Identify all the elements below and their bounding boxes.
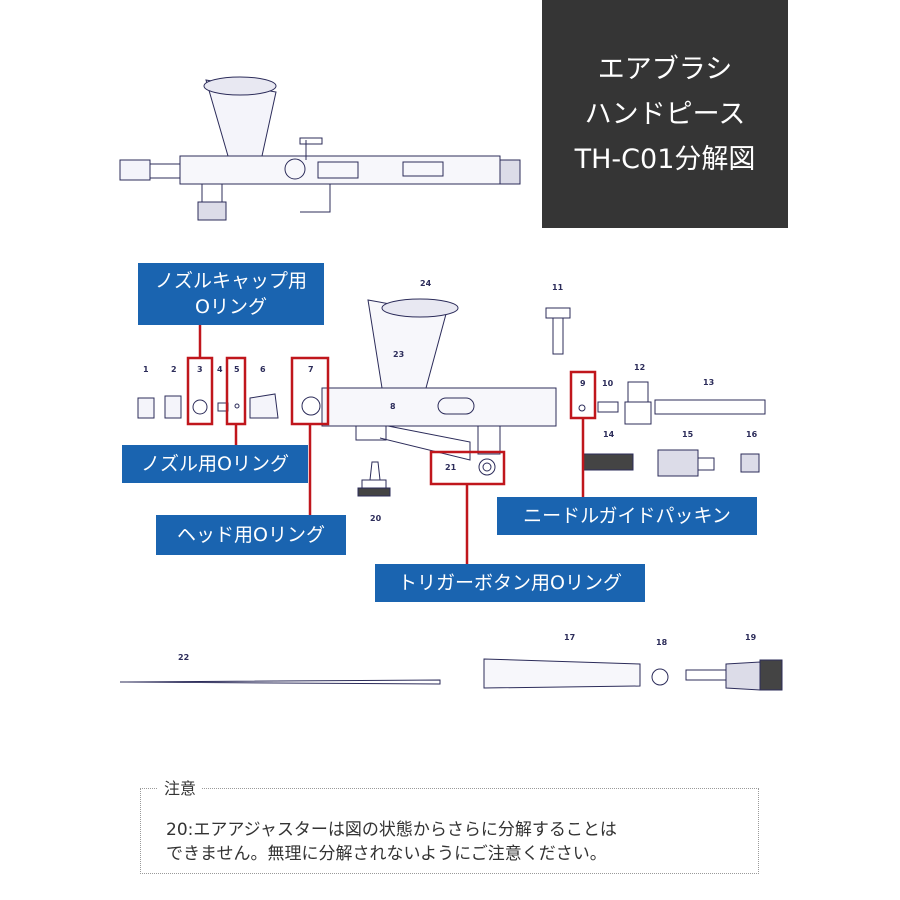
part-label: 11 xyxy=(552,283,564,292)
part-label: 2 xyxy=(171,365,177,374)
exploded-parts xyxy=(119,298,783,691)
title-panel: エアブラシ ハンドピース TH-C01分解図 xyxy=(542,0,788,228)
callout-nozzle-oring: ノズル用Oリング xyxy=(122,445,308,483)
part-label: 19 xyxy=(745,633,757,642)
part-label: 12 xyxy=(634,363,645,372)
part-label: 3 xyxy=(197,365,203,374)
highlight-markers xyxy=(186,325,597,564)
callout-nozzle-cap-oring: ノズルキャップ用 Oリング xyxy=(138,263,324,325)
part-label: 4 xyxy=(217,365,223,374)
part-number-labels: 1 2 3 4 5 6 7 8 9 10 11 12 13 14 15 16 1… xyxy=(143,279,758,662)
part-label: 13 xyxy=(703,378,714,387)
part-label: 24 xyxy=(420,279,432,288)
part-label: 21 xyxy=(445,463,457,472)
note-line-2: できません。無理に分解されないようにご注意ください。 xyxy=(166,844,607,864)
part-label: 17 xyxy=(564,633,575,642)
part-label: 20 xyxy=(370,514,382,523)
assembled-airbrush xyxy=(119,76,521,221)
note-text: 20:エアアジャスターは図の状態からさらに分解することは できません。無理に分解… xyxy=(166,818,756,866)
part-label: 18 xyxy=(656,638,668,647)
callout-needle-guide-packing: ニードルガイドパッキン xyxy=(497,497,757,535)
part-label: 16 xyxy=(746,430,758,439)
part-label: 6 xyxy=(260,365,266,374)
part-label: 1 xyxy=(143,365,149,374)
title-line-2: ハンドピース xyxy=(584,98,746,130)
part-label: 5 xyxy=(234,365,240,374)
note-title: 注意 xyxy=(158,775,203,799)
part-label: 14 xyxy=(603,430,615,439)
part-label: 7 xyxy=(308,365,314,374)
part-label: 22 xyxy=(178,653,189,662)
callout-head-oring: ヘッド用Oリング xyxy=(156,515,346,555)
callout-trigger-oring: トリガーボタン用Oリング xyxy=(375,564,645,602)
note-box xyxy=(140,788,759,874)
title-line-1: エアブラシ xyxy=(597,53,733,85)
callout-nozzle-cap-line-1: ノズルキャップ用 xyxy=(154,270,307,292)
part-label: 10 xyxy=(602,379,614,388)
part-label: 9 xyxy=(580,379,586,388)
note-line-1: 20:エアアジャスターは図の状態からさらに分解することは xyxy=(166,820,617,840)
callout-nozzle-cap-line-2: Oリング xyxy=(195,296,267,318)
title-line-3: TH-C01分解図 xyxy=(574,143,756,175)
part-label: 15 xyxy=(682,430,694,439)
part-label: 8 xyxy=(390,402,396,411)
part-label: 23 xyxy=(393,350,404,359)
